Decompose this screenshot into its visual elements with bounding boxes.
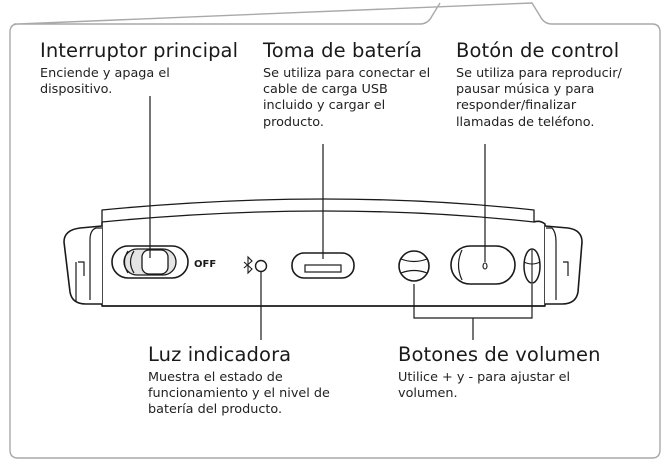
indicator-desc: Muestra el estado de funcionamiento y el… xyxy=(148,370,330,418)
indicator-title: Luz indicadora xyxy=(148,343,292,366)
indicator-light xyxy=(254,259,268,273)
control-button-title: Botón de control xyxy=(456,39,620,62)
control-button[interactable] xyxy=(450,245,516,285)
power-switch-callout: Interruptor principal Enciende y apaga e… xyxy=(40,40,260,98)
volume-buttons-desc: Utilice + y - para ajustar el volumen. xyxy=(398,370,571,402)
battery-port[interactable] xyxy=(291,252,355,279)
battery-port-title: Toma de batería xyxy=(263,39,423,62)
control-button-desc: Se utiliza para reproducir/ pausar músic… xyxy=(456,66,622,130)
device-body xyxy=(63,198,583,307)
power-switch-title: Interruptor principal xyxy=(40,39,239,62)
volume-buttons-title: Botones de volumen xyxy=(398,343,601,366)
volume-buttons-leader xyxy=(413,284,533,340)
volume-up-button[interactable] xyxy=(523,248,541,284)
battery-port-callout: Toma de batería Se utiliza para conectar… xyxy=(263,40,443,131)
battery-port-desc: Se utiliza para conectar el cable de car… xyxy=(263,66,431,130)
bluetooth-icon xyxy=(243,255,253,275)
leader-lines xyxy=(149,96,533,340)
outer-frame xyxy=(9,2,661,459)
volume-down-button[interactable] xyxy=(398,250,430,282)
power-switch-desc: Enciende y apaga el dispositivo. xyxy=(40,66,170,98)
off-label: OFF xyxy=(194,259,216,270)
volume-buttons-callout: Botones de volumen Utilice + y - para aj… xyxy=(398,344,638,402)
indicator-callout: Luz indicadora Muestra el estado de func… xyxy=(148,344,368,419)
control-button-callout: Botón de control Se utiliza para reprodu… xyxy=(456,40,646,131)
